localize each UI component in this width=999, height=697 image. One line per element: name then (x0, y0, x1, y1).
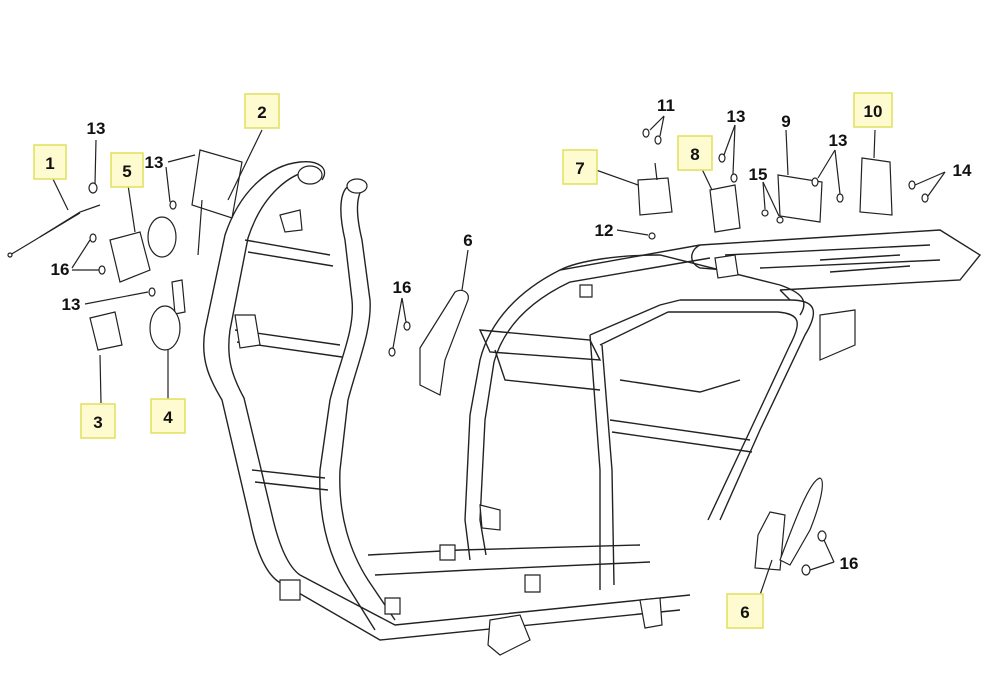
callout-label: 10 (864, 102, 883, 121)
callout-label: 5 (122, 162, 131, 181)
callout-label: 13 (145, 153, 164, 172)
callout-label: 16 (840, 554, 859, 573)
callout-13-near-9: 13 (829, 131, 848, 150)
callout-label: 2 (257, 103, 266, 122)
callout-14: 14 (953, 161, 972, 180)
callout-label: 15 (749, 165, 768, 184)
callout-label: 16 (51, 260, 70, 279)
callout-label: 3 (93, 413, 102, 432)
callout-label: 16 (393, 278, 412, 297)
callout-13-near-2: 13 (145, 153, 164, 172)
callout-3: 3 (80, 403, 116, 439)
callout-label: 12 (595, 221, 614, 240)
callout-7: 7 (562, 149, 598, 185)
callout-8: 8 (677, 135, 713, 171)
leader-lines (51, 115, 946, 596)
callout-16-center: 16 (393, 278, 412, 297)
callout-13-left-mid: 13 (62, 295, 81, 314)
callout-label: 13 (829, 131, 848, 150)
callout-1: 1 (33, 144, 67, 180)
callout-6-lower: 6 (726, 593, 764, 629)
callout-5: 5 (110, 152, 144, 188)
callout-6-upper: 6 (463, 231, 472, 250)
callout-label: 6 (463, 231, 472, 250)
callout-label: 13 (87, 119, 106, 138)
callout-4: 4 (150, 398, 186, 434)
callout-label: 1 (45, 154, 54, 173)
callout-label: 14 (953, 161, 972, 180)
callout-9: 9 (781, 112, 790, 131)
callout-12: 12 (595, 221, 614, 240)
callout-13-near-8: 13 (727, 107, 746, 126)
main-frame (203, 161, 982, 656)
callout-16-right: 16 (840, 554, 859, 573)
callout-label: 13 (727, 107, 746, 126)
callout-label: 8 (690, 145, 699, 164)
callout-15: 15 (749, 165, 768, 184)
callout-label: 4 (163, 408, 173, 427)
callout-label: 13 (62, 295, 81, 314)
callout-label: 7 (575, 159, 584, 178)
callout-13-top-left: 13 (87, 119, 106, 138)
callout-label: 9 (781, 112, 790, 131)
parts-right (637, 128, 929, 576)
callout-10: 10 (853, 92, 893, 128)
parts-left (7, 149, 469, 396)
callout-label: 11 (657, 96, 675, 115)
callout-16-left: 16 (51, 260, 70, 279)
callout-11: 11 (657, 96, 675, 115)
callout-label: 6 (740, 603, 749, 622)
callout-2: 2 (244, 93, 280, 129)
